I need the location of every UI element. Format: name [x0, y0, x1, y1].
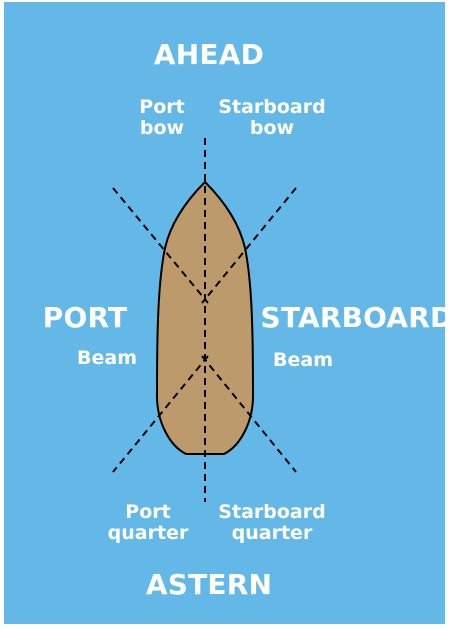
port-bow-line-2: bow — [139, 116, 185, 139]
starboard-bow-bearing-line — [201, 187, 297, 304]
port-beam-label: Beam — [77, 347, 137, 369]
boat-diagram-svg — [112, 138, 297, 502]
astern-label: ASTERN — [145, 568, 273, 601]
port-quarter-line-1: Port — [125, 501, 171, 523]
starboard-beam-label: Beam — [273, 349, 333, 371]
starboard-label: STARBOARD — [260, 301, 449, 334]
port-quarter-label: Port quarter — [108, 502, 189, 543]
port-bow-line-1: Port — [139, 96, 185, 118]
starboard-quarter-bearing-line — [201, 355, 297, 473]
starboard-bow-line-2: bow — [249, 116, 295, 139]
ahead-label: AHEAD — [153, 38, 265, 71]
starboard-quarter-line-2: quarter — [231, 521, 313, 544]
starboard-bow-label: Starboard bow — [218, 97, 325, 138]
port-bow-bearing-line — [112, 187, 209, 304]
port-quarter-line-2: quarter — [107, 521, 189, 544]
starboard-quarter-label: Starboard quarter — [218, 502, 325, 543]
starboard-quarter-line-1: Starboard — [218, 501, 326, 523]
starboard-bow-line-1: Starboard — [218, 96, 326, 118]
port-bow-label: Port bow — [139, 97, 184, 138]
port-label: PORT — [42, 301, 128, 334]
boat-orientation-diagram: AHEAD Port bow Starboard bow PORT STARBO… — [4, 2, 449, 624]
port-quarter-bearing-line — [112, 355, 209, 473]
